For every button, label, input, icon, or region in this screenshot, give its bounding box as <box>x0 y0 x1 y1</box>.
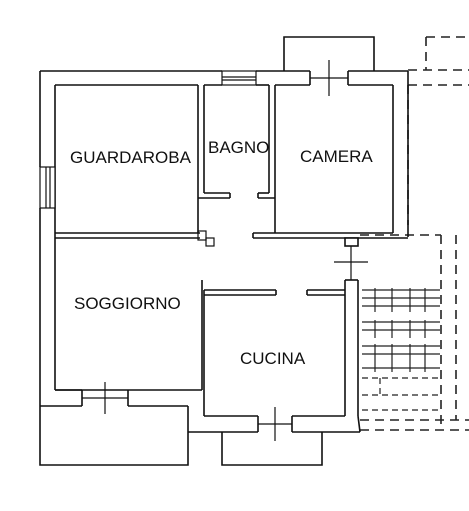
room-label-guardaroba: GUARDAROBA <box>70 148 192 167</box>
room-label-bagno: BAGNO <box>208 138 269 157</box>
guardaroba-window <box>39 166 56 209</box>
room-label-camera: CAMERA <box>300 147 373 166</box>
soggiorno-balcony-door <box>82 382 128 414</box>
entrance-door <box>334 237 368 280</box>
balcony-top <box>283 36 375 71</box>
room-label-soggiorno: SOGGIORNO <box>74 294 181 313</box>
camera-balcony-door <box>309 60 349 96</box>
outer-walls <box>39 70 409 433</box>
balcony-bottom-kitchen <box>221 432 323 466</box>
room-label-cucina: CUCINA <box>240 349 306 368</box>
interior-walls <box>55 84 408 433</box>
balcony-bottom-left <box>39 406 189 466</box>
cucina-balcony-door <box>258 407 292 441</box>
staircase <box>362 288 440 411</box>
bagno-window <box>221 70 257 86</box>
